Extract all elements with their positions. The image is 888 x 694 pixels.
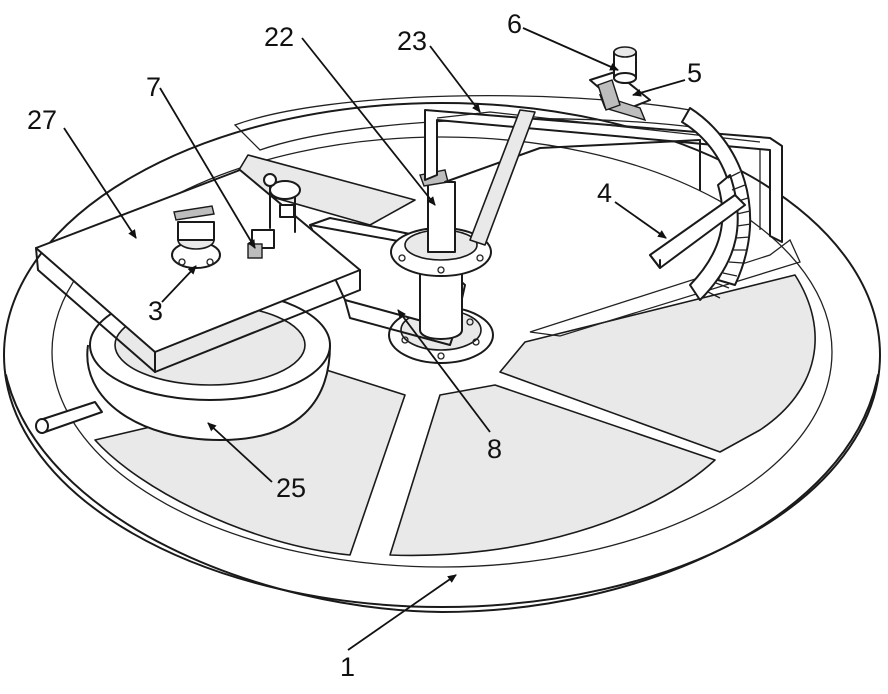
label-4: 4 [597,178,612,208]
leader-8 [397,309,491,433]
label-22: 22 [264,22,294,52]
top-knob [613,46,637,84]
leader-4 [614,201,667,239]
leader-6 [522,27,619,71]
part-labels: 1 3 4 5 6 7 8 22 23 25 27 [27,9,702,682]
arc-gauge [649,107,752,301]
label-6: 6 [507,9,522,39]
top-block [589,71,651,122]
label-27: 27 [27,105,57,135]
spoke-openings [94,95,816,557]
label-3: 3 [148,296,163,326]
label-5: 5 [687,58,702,88]
leader-5 [632,79,686,97]
leader-23 [429,45,481,113]
label-23: 23 [397,26,427,56]
leader-1 [347,574,457,651]
frame [424,109,783,243]
leader-7 [159,87,256,249]
label-7: 7 [146,72,161,102]
leader-3 [161,265,197,303]
leader-lines [63,27,686,651]
label-8: 8 [487,434,502,464]
label-1: 1 [340,652,355,682]
leader-22 [301,37,436,206]
leader-27 [63,127,137,239]
gear-assembly [171,205,221,269]
diagonal-support [469,109,536,246]
label-25: 25 [276,473,306,503]
leader-25 [207,422,273,483]
